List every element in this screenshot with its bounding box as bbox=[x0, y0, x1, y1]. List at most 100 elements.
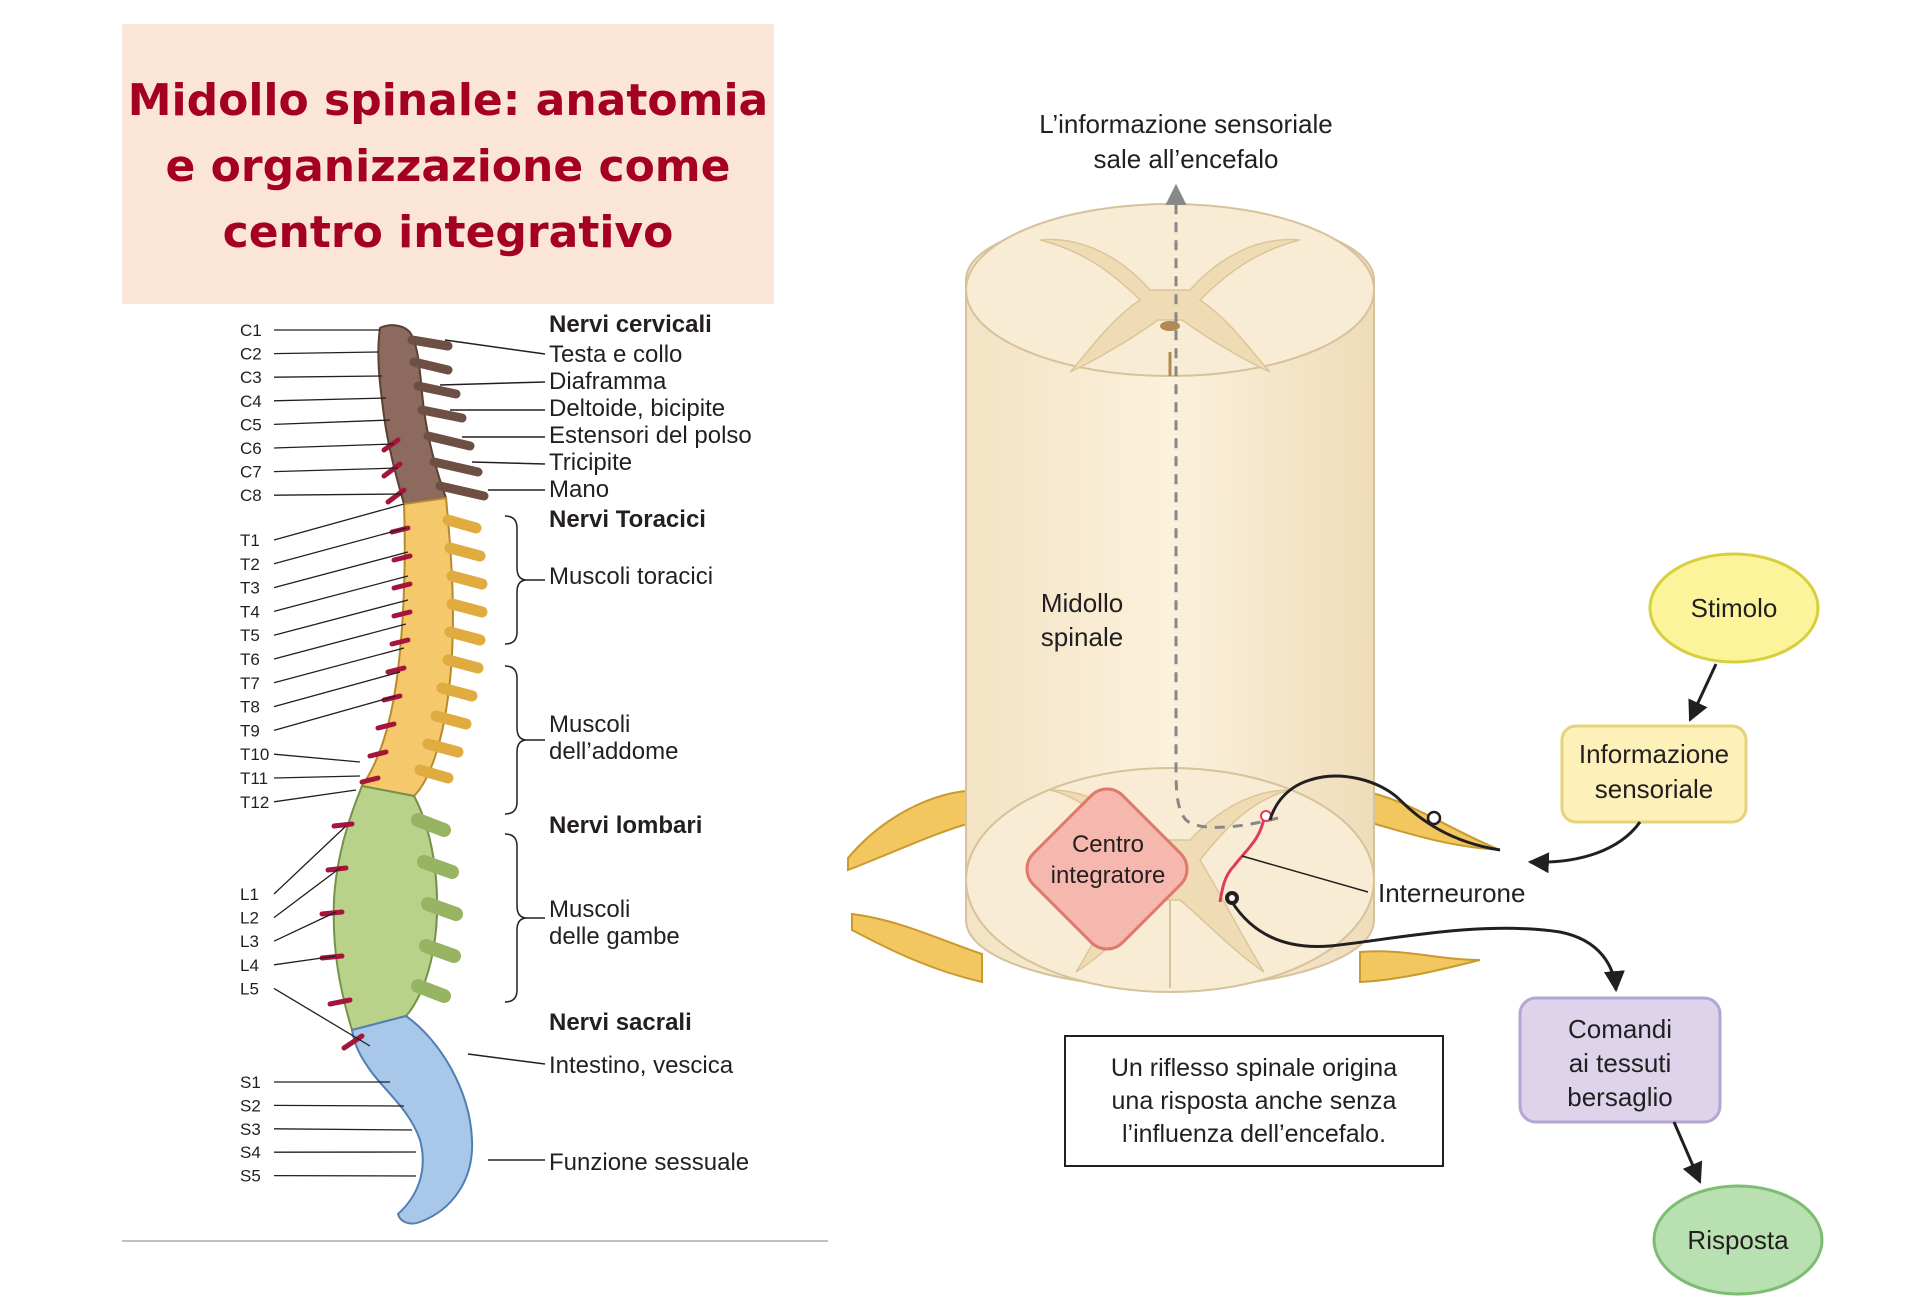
centro-integratore-shape bbox=[1025, 787, 1189, 951]
comandi-node bbox=[1518, 996, 1722, 1124]
level-leader-l2 bbox=[273, 867, 341, 919]
level-leader-c4 bbox=[273, 397, 387, 402]
note-line-1: Un riflesso spinale origina bbox=[1110, 1053, 1398, 1082]
label-deltoide-bicipite: Deltoide, bicipite bbox=[549, 395, 725, 422]
level-leader-t5 bbox=[273, 599, 409, 636]
level-label-t7: T7 bbox=[240, 674, 260, 693]
level-label-c1: C1 bbox=[240, 321, 262, 340]
level-leader-l4 bbox=[273, 955, 337, 966]
info-label-2: sensoriale bbox=[1595, 774, 1714, 804]
motor-nerve-right bbox=[1359, 950, 1481, 984]
midollo-label-2: spinale bbox=[1041, 622, 1123, 652]
level-leader-l1 bbox=[273, 825, 347, 895]
level-label-t8: T8 bbox=[240, 698, 260, 717]
level-leader-t7 bbox=[273, 647, 405, 684]
level-label-s1: S1 bbox=[240, 1073, 261, 1092]
arrow-comandi-risposta bbox=[1672, 1121, 1703, 1184]
level-leader-c8 bbox=[273, 493, 403, 496]
cervical-vertebrae bbox=[377, 324, 489, 506]
level-label-t11: T11 bbox=[240, 769, 268, 788]
level-leader-c3 bbox=[273, 375, 383, 378]
level-label-t10: T10 bbox=[240, 745, 269, 764]
interneurone-path bbox=[1218, 817, 1266, 903]
level-leader-c2 bbox=[273, 351, 379, 355]
level-label-s5: S5 bbox=[240, 1167, 261, 1186]
title-line-2: e organizzazione come bbox=[165, 141, 731, 192]
level-label-l5: L5 bbox=[240, 979, 259, 998]
level-leader-s3 bbox=[273, 1128, 413, 1131]
level-leader-c6 bbox=[273, 443, 395, 449]
note-line-2: una risposta anche senza bbox=[1111, 1086, 1397, 1115]
level-leader-t10 bbox=[273, 753, 361, 763]
level-label-t4: T4 bbox=[240, 602, 260, 621]
label-muscoli-gambe-1: Muscoli bbox=[549, 896, 630, 923]
efferent-neuron-path bbox=[1230, 901, 1625, 993]
label-nervi-cervicali: Nervi cervicali bbox=[549, 311, 712, 338]
level-label-t3: T3 bbox=[240, 579, 260, 598]
comandi-label-3: bersaglio bbox=[1567, 1082, 1673, 1112]
level-label-c7: C7 bbox=[240, 463, 262, 482]
afferent-neuron-path bbox=[1268, 774, 1501, 852]
level-leader-c7 bbox=[273, 467, 399, 473]
label-intestino-vescica: Intestino, vescica bbox=[549, 1052, 734, 1079]
info-sensoriale-node bbox=[1560, 724, 1748, 824]
group-leader-lines bbox=[439, 339, 546, 1161]
arrow-stimolo-info bbox=[1688, 663, 1718, 722]
level-label-l3: L3 bbox=[240, 932, 259, 951]
level-leader-t12 bbox=[273, 789, 357, 803]
level-label-t5: T5 bbox=[240, 626, 260, 645]
label-muscoli-addome-2: dell’addome bbox=[549, 738, 678, 765]
level-leader-t3 bbox=[273, 551, 409, 589]
sacral-vertebrae bbox=[350, 1014, 474, 1225]
risposta-label: Risposta bbox=[1687, 1225, 1789, 1255]
level-label-l1: L1 bbox=[240, 885, 259, 904]
level-label-c3: C3 bbox=[240, 368, 262, 387]
label-muscoli-gambe-2: delle gambe bbox=[549, 923, 680, 950]
level-leader-t4 bbox=[273, 575, 409, 613]
level-leader-t9 bbox=[273, 695, 397, 732]
level-leader-t2 bbox=[273, 527, 407, 565]
level-label-c8: C8 bbox=[240, 486, 262, 505]
midollo-label-1: Midollo bbox=[1041, 588, 1123, 618]
level-label-c2: C2 bbox=[240, 345, 262, 364]
reflex-flow: Stimolo Informazione sensoriale Comandi … bbox=[1518, 552, 1824, 1296]
comandi-label-2: ai tessuti bbox=[1569, 1048, 1672, 1078]
centro-label-1: Centro bbox=[1072, 831, 1144, 858]
stimolo-node bbox=[1648, 552, 1820, 664]
level-leader-t6 bbox=[273, 623, 407, 660]
level-leader-t11 bbox=[273, 775, 361, 779]
level-label-s4: S4 bbox=[240, 1143, 261, 1162]
level-label-c6: C6 bbox=[240, 439, 262, 458]
label-nervi-toracici: Nervi Toracici bbox=[549, 506, 706, 533]
label-estensori-polso: Estensori del polso bbox=[549, 422, 752, 449]
level-label-t1: T1 bbox=[240, 531, 260, 550]
level-label-c4: C4 bbox=[240, 392, 262, 411]
interneurone-label: Interneurone bbox=[1378, 878, 1525, 908]
ascending-label-1: L’informazione sensoriale bbox=[1039, 109, 1332, 139]
info-label-1: Informazione bbox=[1579, 739, 1729, 769]
level-label-l2: L2 bbox=[240, 909, 259, 928]
central-canal-top bbox=[1160, 321, 1180, 331]
level-label-t2: T2 bbox=[240, 555, 260, 574]
motor-nerve-left bbox=[851, 912, 983, 984]
level-leader-t8 bbox=[273, 671, 401, 708]
spinal-cord-illustration: Centro integratore Interneurone L’inform… bbox=[847, 109, 1625, 993]
title-line-3: centro integrativo bbox=[222, 207, 674, 258]
afferent-cell-body bbox=[1426, 810, 1442, 826]
level-label-t12: T12 bbox=[240, 793, 269, 812]
label-muscoli-addome-1: Muscoli bbox=[549, 711, 630, 738]
label-diaframma: Diaframma bbox=[549, 368, 667, 395]
nerve-group-labels: Nervi cervicali Testa e collo Diaframma … bbox=[549, 311, 752, 1176]
label-nervi-lombari: Nervi lombari bbox=[549, 812, 702, 839]
interneurone-leader bbox=[1241, 855, 1369, 893]
level-leader-s2 bbox=[273, 1104, 405, 1107]
label-tricipite: Tricipite bbox=[549, 449, 632, 476]
ascending-pathway-arrow bbox=[1165, 183, 1279, 829]
sensory-nerve-left bbox=[847, 788, 983, 872]
motor-neuron-soma bbox=[1225, 891, 1239, 905]
spine-illustration bbox=[319, 324, 489, 1225]
level-label-t6: T6 bbox=[240, 650, 260, 669]
note-line-3: l’influenza dell’encefalo. bbox=[1121, 1119, 1387, 1148]
level-leader-c5 bbox=[273, 419, 391, 426]
